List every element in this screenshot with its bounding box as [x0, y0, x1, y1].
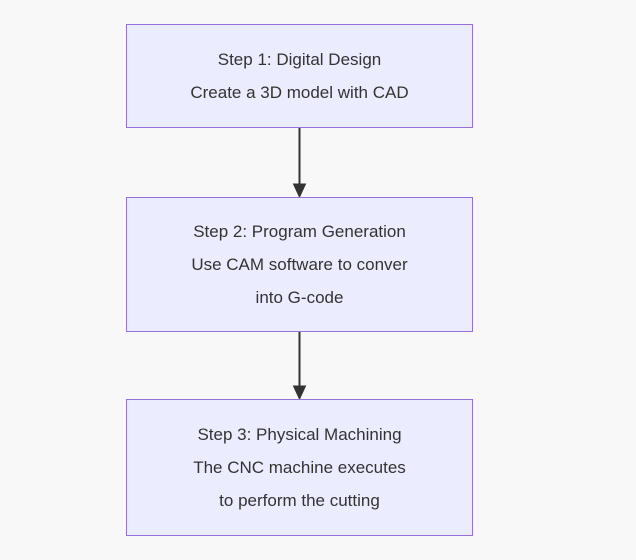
arrow-step1-to-step2: [292, 128, 307, 199]
node-title: Step 3: Physical Machining: [197, 425, 402, 444]
node-title: Step 2: Program Generation: [193, 222, 406, 241]
node-description: The CNC machine executes: [193, 458, 406, 477]
flow-node-step1: Step 1: Digital Design Create a 3D model…: [126, 24, 473, 128]
arrowhead-icon: [292, 183, 307, 199]
node-description: Create a 3D model with CAD: [190, 83, 409, 102]
node-description: to perform the cutting: [219, 491, 380, 510]
arrowhead-icon: [292, 385, 307, 401]
node-description: Use CAM software to conver: [191, 255, 408, 274]
flow-node-step2: Step 2: Program Generation Use CAM softw…: [126, 197, 473, 332]
flow-node-step3: Step 3: Physical Machining The CNC machi…: [126, 399, 473, 536]
node-title: Step 1: Digital Design: [217, 50, 382, 69]
node-description: into G-code: [255, 288, 344, 307]
arrow-step2-to-step3: [292, 332, 307, 401]
